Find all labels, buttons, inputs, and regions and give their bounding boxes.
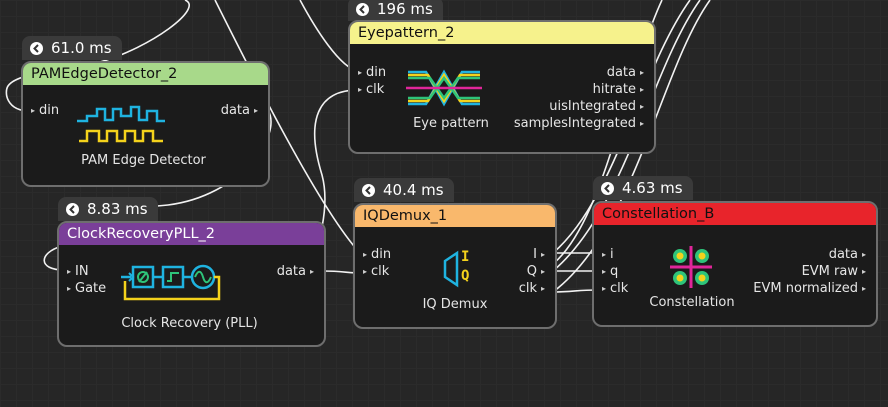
- constellation-node[interactable]: Constellation_B ▸i ▸q ▸clk data▸ EVM raw…: [592, 201, 878, 327]
- pam-port-din[interactable]: ▸din: [31, 103, 60, 118]
- const-timing-badge: 4.63 ms: [593, 176, 693, 200]
- eye-timing-badge: 196 ms: [348, 0, 443, 21]
- pll-node-title[interactable]: ClockRecoveryPLL_2: [59, 223, 324, 245]
- const-node-title[interactable]: Constellation_B: [594, 203, 876, 225]
- pam-caption: PAM Edge Detector: [81, 153, 206, 168]
- const-port-clk[interactable]: ▸clk: [602, 281, 629, 296]
- eye-diagram-icon: [406, 69, 482, 107]
- eye-port-uisintegrated[interactable]: uisIntegrated▸: [549, 99, 644, 114]
- iq-icon-q-letter: Q: [461, 268, 470, 284]
- eyepattern-node[interactable]: Eyepattern_2 ▸din ▸clk data▸ hitrate▸ ui…: [348, 20, 656, 154]
- const-port-evm-raw[interactable]: EVM raw▸: [801, 264, 866, 279]
- wire-iq-clk-to-const-clk: [552, 289, 597, 293]
- eye-port-clk[interactable]: ▸clk: [358, 82, 385, 97]
- iq-caption: IQ Demux: [422, 297, 488, 312]
- const-port-q[interactable]: ▸q: [602, 264, 619, 279]
- eye-timing-value: 196 ms: [377, 0, 433, 18]
- iq-icon-i-letter: I: [461, 249, 470, 265]
- eye-port-din[interactable]: ▸din: [358, 65, 387, 80]
- collapse-arrow-icon[interactable]: [66, 202, 79, 216]
- pll-port-in[interactable]: ▸IN: [67, 264, 89, 279]
- pam-port-data[interactable]: data▸: [220, 103, 258, 118]
- eye-port-hitrate[interactable]: hitrate▸: [592, 82, 644, 97]
- const-port-evm-normalized[interactable]: EVM normalized▸: [753, 281, 866, 296]
- eye-port-data[interactable]: data▸: [606, 65, 644, 80]
- const-caption: Constellation: [649, 295, 735, 310]
- const-timing-value: 4.63 ms: [622, 179, 683, 197]
- pll-caption: Clock Recovery (PLL): [121, 316, 258, 331]
- pam-edge-detector-node[interactable]: PAMEdgeDetector_2 ▸din data▸ PAM Edge De…: [21, 61, 270, 187]
- iq-timing-badge: 40.4 ms: [354, 178, 454, 202]
- iq-timing-value: 40.4 ms: [383, 181, 444, 199]
- iq-port-i[interactable]: I▸: [533, 247, 545, 262]
- const-port-data[interactable]: data▸: [828, 247, 866, 262]
- iq-port-q[interactable]: Q▸: [526, 264, 545, 279]
- pll-loop-icon: [121, 264, 221, 301]
- iq-port-clk-out[interactable]: clk▸: [518, 281, 545, 296]
- iq-demux-node[interactable]: IQDemux_1 ▸din ▸clk I▸ Q▸ clk▸ I Q IQ De…: [353, 203, 557, 329]
- iq-demux-icon: I Q: [441, 249, 477, 289]
- collapse-arrow-icon[interactable]: [362, 183, 375, 197]
- iq-port-clk[interactable]: ▸clk: [363, 264, 390, 279]
- pam-timing-value: 61.0 ms: [51, 39, 112, 57]
- pam-timing-badge: 61.0 ms: [22, 36, 122, 60]
- iq-node-title[interactable]: IQDemux_1: [355, 205, 555, 227]
- iq-port-din[interactable]: ▸din: [363, 247, 392, 262]
- eye-node-title[interactable]: Eyepattern_2: [350, 22, 654, 44]
- pll-timing-badge: 8.83 ms: [58, 197, 158, 221]
- pll-timing-value: 8.83 ms: [87, 200, 148, 218]
- collapse-arrow-icon[interactable]: [30, 41, 43, 55]
- pll-port-data[interactable]: data▸: [276, 264, 314, 279]
- eye-port-samplesintegrated[interactable]: samplesIntegrated▸: [513, 116, 644, 131]
- pll-port-gate[interactable]: ▸Gate: [67, 281, 107, 296]
- pam-node-title[interactable]: PAMEdgeDetector_2: [23, 63, 268, 85]
- clock-recovery-pll-node[interactable]: ClockRecoveryPLL_2 ▸IN ▸Gate data▸ Clock…: [57, 221, 326, 347]
- collapse-arrow-icon[interactable]: [356, 2, 369, 16]
- collapse-arrow-icon[interactable]: [601, 181, 614, 195]
- eye-caption: Eye pattern: [413, 116, 489, 131]
- constellation-icon: [670, 246, 712, 288]
- const-port-i[interactable]: ▸i: [602, 247, 614, 262]
- pam-waveform-icon: [77, 105, 165, 143]
